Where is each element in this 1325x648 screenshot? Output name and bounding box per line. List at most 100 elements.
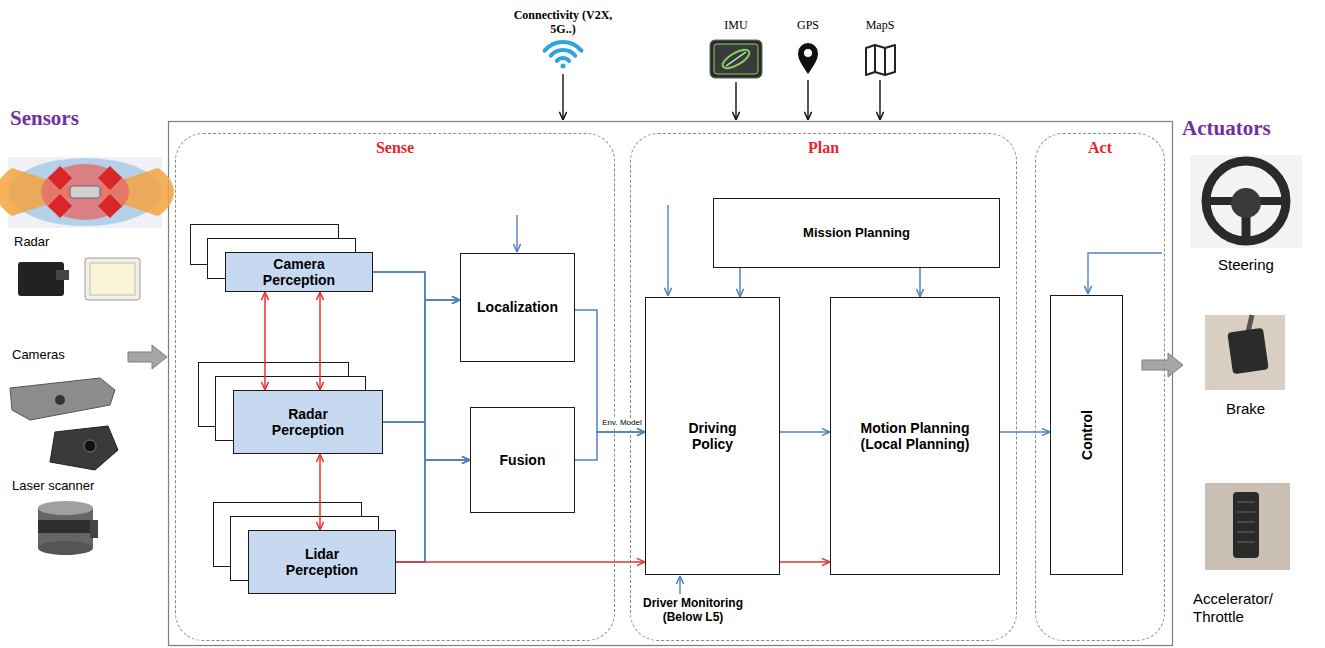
camera-picture bbox=[10, 378, 115, 420]
laser-scanner-picture bbox=[90, 520, 98, 538]
accelerator-pedal-picture bbox=[1237, 541, 1255, 543]
gps-pin-icon bbox=[798, 43, 818, 74]
brake-pedal-picture bbox=[1227, 328, 1268, 375]
text-label: GPS bbox=[783, 18, 833, 32]
steering-wheel-picture bbox=[1206, 161, 1286, 241]
flow-arrow bbox=[128, 345, 167, 369]
brake-pedal-picture bbox=[1205, 315, 1285, 390]
perception-box: Lidar Perception bbox=[248, 530, 396, 594]
accelerator-pedal-picture bbox=[1233, 492, 1259, 558]
system-frame bbox=[169, 122, 1173, 646]
connector-arrow bbox=[575, 310, 645, 432]
text-label: MapS bbox=[855, 18, 905, 32]
input-arrow bbox=[563, 74, 880, 120]
text-label: IMU bbox=[711, 18, 761, 32]
flow-arrow bbox=[1142, 353, 1183, 377]
brake-pedal-picture bbox=[1205, 315, 1285, 390]
wifi-icon bbox=[557, 58, 569, 61]
label-box: Accelerator/ Throttle bbox=[1193, 590, 1308, 626]
process-box: Mission Planning bbox=[713, 198, 1000, 268]
accelerator-pedal-picture bbox=[1237, 511, 1255, 513]
connector-arrow bbox=[383, 422, 470, 460]
connector-arrow bbox=[396, 300, 460, 562]
accelerator-pedal-picture bbox=[1237, 502, 1255, 542]
text-label: Brake bbox=[1226, 400, 1316, 418]
perception-box: Camera Perception bbox=[225, 252, 373, 292]
connector-arrow bbox=[396, 460, 470, 562]
process-box: Fusion bbox=[470, 407, 575, 513]
region-heading: Act bbox=[1036, 134, 1164, 157]
label-box: IMU bbox=[711, 18, 761, 32]
radar-coverage-picture bbox=[98, 194, 122, 218]
box-label: Camera Perception bbox=[249, 256, 349, 288]
map-icon bbox=[866, 45, 895, 75]
accelerator-pedal-picture bbox=[1237, 501, 1255, 503]
box-label: Lidar Perception bbox=[272, 546, 372, 578]
region-heading: Sense bbox=[176, 134, 614, 157]
laser-scanner-picture bbox=[38, 501, 98, 555]
process-box: Driving Policy bbox=[645, 297, 780, 575]
edge-label: Env. Model bbox=[600, 419, 644, 428]
box-label: Motion Planning (Local Planning) bbox=[853, 420, 978, 452]
connector-arrow bbox=[264, 292, 266, 390]
radar-unit-picture bbox=[18, 258, 140, 300]
radar-coverage-picture bbox=[48, 194, 72, 218]
accelerator-pedal-picture bbox=[1237, 531, 1255, 533]
edge-label-box: Env. Model bbox=[600, 419, 644, 428]
map-icon bbox=[874, 45, 876, 72]
radar-coverage-picture bbox=[41, 164, 129, 220]
box-label: Radar Perception bbox=[258, 406, 358, 438]
text-label: Driver Monitoring (Below L5) bbox=[628, 596, 758, 625]
region-heading: Plan bbox=[631, 134, 1016, 157]
wifi-icon bbox=[561, 64, 566, 69]
connector-arrow bbox=[780, 561, 830, 563]
stage-region: ActControl bbox=[1035, 133, 1165, 641]
radar-coverage-picture bbox=[48, 166, 72, 190]
gps-pin-icon bbox=[804, 49, 812, 57]
steering-wheel-picture bbox=[1190, 155, 1302, 248]
camera-picture bbox=[10, 378, 118, 470]
radar-unit-picture bbox=[90, 263, 135, 295]
text-label: Radar bbox=[14, 234, 134, 250]
connector-arrow bbox=[739, 268, 741, 297]
box-label: Localization bbox=[477, 299, 558, 315]
process-box: Localization bbox=[460, 253, 575, 362]
wifi-icon bbox=[551, 50, 576, 56]
stage-region: SenseCamera PerceptionRadar PerceptionLi… bbox=[175, 133, 615, 641]
input-arrow bbox=[516, 215, 517, 252]
connector-arrow bbox=[373, 272, 460, 300]
connector-arrow bbox=[373, 272, 470, 460]
input-arrow bbox=[562, 74, 563, 120]
box-label: Fusion bbox=[500, 452, 546, 468]
imu-icon bbox=[710, 40, 762, 78]
process-box: Motion Planning (Local Planning) bbox=[830, 297, 1000, 575]
wifi-icon bbox=[545, 42, 582, 68]
accelerator-pedal-picture bbox=[1205, 483, 1290, 570]
imu-icon bbox=[726, 52, 746, 66]
label-box: Radar bbox=[14, 234, 134, 250]
text-label: Actuators bbox=[1182, 116, 1320, 141]
connector-arrow bbox=[575, 432, 645, 460]
radar-coverage-picture bbox=[70, 186, 100, 198]
steering-wheel-picture bbox=[1231, 188, 1261, 218]
camera-picture bbox=[50, 426, 118, 470]
box-label: Mission Planning bbox=[803, 226, 910, 241]
input-arrow bbox=[667, 205, 668, 296]
imu-icon bbox=[710, 40, 762, 78]
label-box: Sensors bbox=[10, 106, 160, 131]
input-arrow bbox=[679, 576, 680, 594]
stage-region: PlanMission PlanningDriving Policy Motion… bbox=[630, 133, 1017, 641]
label-box: Steering bbox=[1218, 256, 1318, 274]
accelerator-pedal-picture bbox=[1205, 483, 1290, 570]
camera-picture bbox=[84, 440, 96, 452]
gps-pin-icon bbox=[798, 43, 818, 74]
input-arrow bbox=[735, 82, 736, 120]
label-box: Actuators bbox=[1182, 116, 1320, 141]
connector-arrow bbox=[383, 300, 460, 422]
label-box: Cameras bbox=[12, 347, 122, 363]
radar-coverage-picture bbox=[0, 157, 174, 228]
radar-coverage-picture bbox=[98, 166, 122, 190]
map-icon bbox=[884, 48, 886, 75]
radar-unit-picture bbox=[85, 258, 140, 300]
laser-scanner-picture bbox=[38, 541, 93, 555]
